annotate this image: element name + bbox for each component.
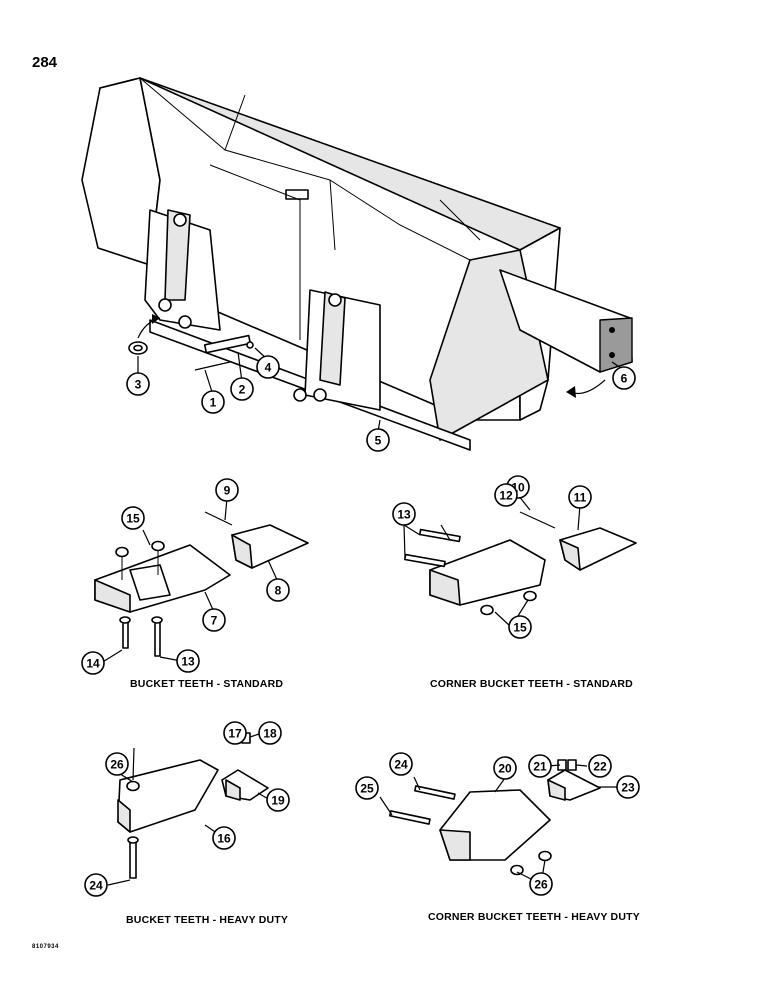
callout-number: 18 xyxy=(263,727,277,741)
callout-25: 25 xyxy=(355,776,379,800)
callout-number: 7 xyxy=(211,614,218,628)
caption-corner-teeth-standard: CORNER BUCKET TEETH - STANDARD xyxy=(430,678,633,690)
callout-17: 17 xyxy=(223,721,247,745)
callout-4: 4 xyxy=(256,355,280,379)
bucket-assembly xyxy=(81,77,633,451)
footer-code: 8107934 xyxy=(32,944,59,950)
corner-teeth-heavy xyxy=(389,759,601,876)
callout-22: 22 xyxy=(588,754,612,778)
bucket-teeth-heavy xyxy=(117,732,269,879)
callout-21: 21 xyxy=(528,754,552,778)
callout-13: 13 xyxy=(392,502,416,526)
callout-number: 12 xyxy=(499,489,513,503)
callout-3: 3 xyxy=(126,372,150,396)
callout-5: 5 xyxy=(366,428,390,452)
callout-number: 24 xyxy=(89,879,103,893)
page-number: 284 xyxy=(32,54,58,71)
caption-corner-teeth-heavy: CORNER BUCKET TEETH - HEAVY DUTY xyxy=(428,911,640,923)
callout-9: 9 xyxy=(215,478,239,502)
callout-number: 23 xyxy=(621,781,635,795)
callout-2: 2 xyxy=(230,377,254,401)
callout-number: 1 xyxy=(210,396,217,410)
bucket-teeth-standard xyxy=(94,511,309,657)
callout-number: 14 xyxy=(86,657,100,671)
callout-number: 4 xyxy=(265,361,272,375)
callout-number: 26 xyxy=(110,758,124,772)
callout-number: 16 xyxy=(217,832,231,846)
callout-number: 6 xyxy=(621,372,628,386)
callout-13: 13 xyxy=(176,649,200,673)
callout-number: 5 xyxy=(375,434,382,448)
callout-number: 9 xyxy=(224,484,231,498)
corner-teeth-standard xyxy=(403,511,637,616)
callout-number: 17 xyxy=(228,727,242,741)
callout-24: 24 xyxy=(84,873,108,897)
callout-8: 8 xyxy=(266,578,290,602)
callout-11: 11 xyxy=(568,485,592,509)
callout-number: 25 xyxy=(360,782,374,796)
caption-bucket-teeth-standard: BUCKET TEETH - STANDARD xyxy=(130,678,284,690)
callout-14: 14 xyxy=(81,651,105,675)
callout-number: 21 xyxy=(533,760,547,774)
callout-15: 15 xyxy=(121,506,145,530)
callout-7: 7 xyxy=(202,608,226,632)
callout-number: 8 xyxy=(275,584,282,598)
caption-bucket-teeth-heavy: BUCKET TEETH - HEAVY DUTY xyxy=(126,914,289,926)
callout-number: 19 xyxy=(271,794,285,808)
callout-number: 22 xyxy=(593,760,607,774)
callout-19: 19 xyxy=(266,788,290,812)
callout-number: 24 xyxy=(394,758,408,772)
callout-number: 15 xyxy=(126,512,140,526)
callout-23: 23 xyxy=(616,775,640,799)
callout-24: 24 xyxy=(389,752,413,776)
callout-1: 1 xyxy=(201,390,225,414)
callout-number: 13 xyxy=(181,655,195,669)
callout-number: 11 xyxy=(574,491,587,505)
callout-18: 18 xyxy=(258,721,282,745)
callout-number: 13 xyxy=(397,508,411,522)
callout-number: 2 xyxy=(239,383,246,397)
callout-number: 3 xyxy=(135,378,142,392)
callout-number: 20 xyxy=(498,762,512,776)
callout-20: 20 xyxy=(493,756,517,780)
callout-26: 26 xyxy=(529,872,553,896)
callout-15: 15 xyxy=(508,615,532,639)
callout-16: 16 xyxy=(212,826,236,850)
callout-12: 12 xyxy=(494,483,518,507)
callout-26: 26 xyxy=(105,752,129,776)
callout-number: 26 xyxy=(534,878,548,892)
callout-6: 6 xyxy=(612,366,636,390)
callout-number: 15 xyxy=(513,621,527,635)
